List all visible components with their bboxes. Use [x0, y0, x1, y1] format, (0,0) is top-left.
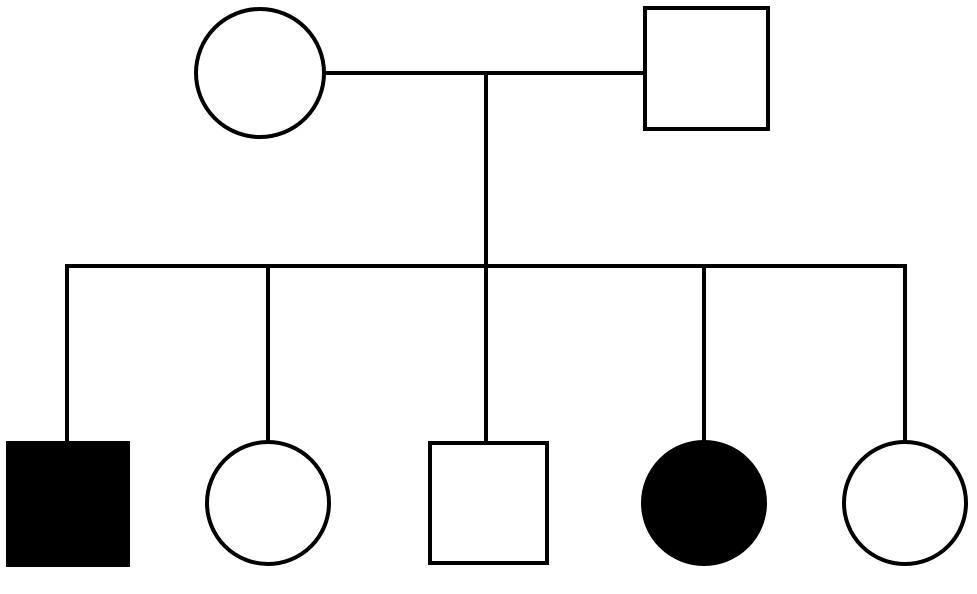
father-symbol: [643, 6, 770, 131]
child-4-affected-female-symbol: [641, 440, 767, 566]
child-1-affected-male-symbol: [6, 441, 130, 567]
child-3-male-symbol: [428, 441, 549, 565]
mother-symbol: [194, 7, 326, 139]
child-5-female-symbol: [842, 440, 968, 566]
child-2-female-symbol: [205, 440, 331, 566]
